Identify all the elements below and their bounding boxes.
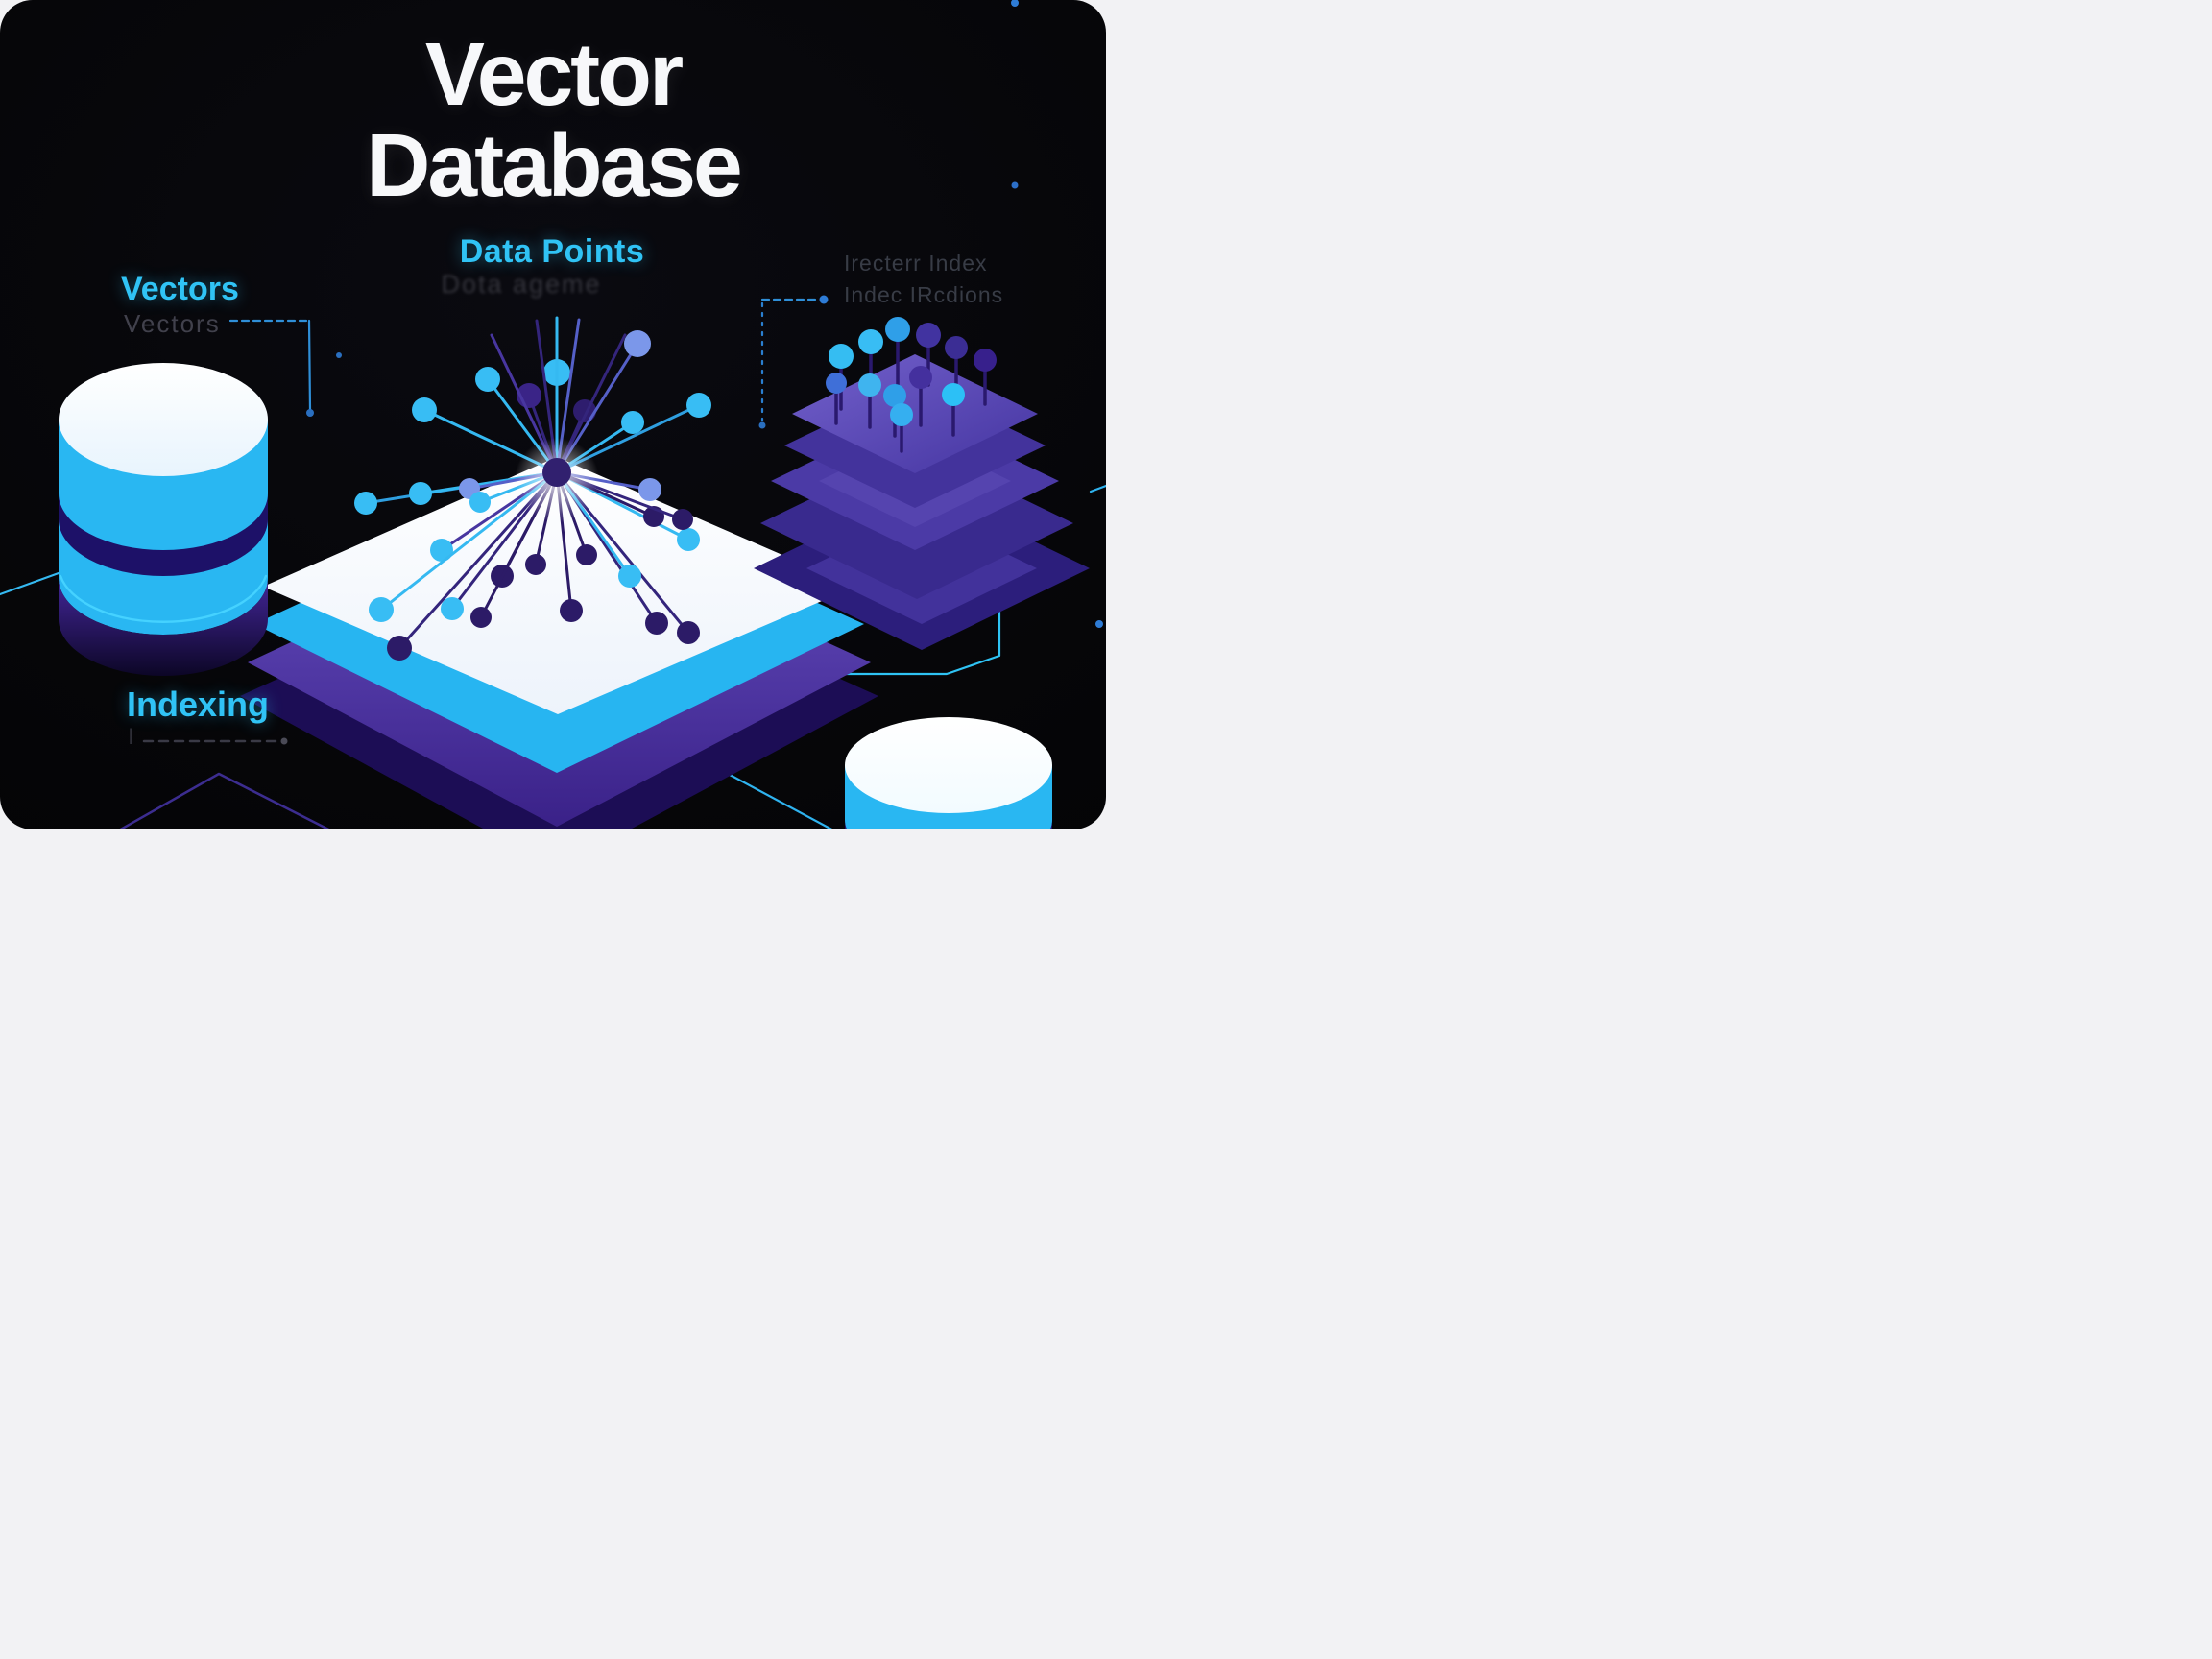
label-index-right-line1: Irecterr Index (844, 251, 988, 276)
title-line-2: Database (366, 114, 743, 215)
label-index-right-line2: Indec IRcdions (844, 281, 1004, 307)
database-cylinder-left (59, 363, 268, 676)
label-vectors: Vectors (121, 271, 239, 307)
label-vectors-ghost: Vectors (124, 309, 221, 338)
hub-node (515, 438, 599, 522)
illustration (0, 0, 1106, 830)
index-layer-stack-center (240, 457, 878, 830)
index-layer-stack-right (754, 354, 1090, 650)
connector-lines (142, 295, 829, 745)
page-title: Vector Database (0, 29, 1106, 211)
title-line-1: Vector (424, 24, 684, 124)
label-data-points-ghost: Dota ageme (441, 270, 602, 299)
label-indexing-ghost: I (128, 724, 134, 750)
index-pins (826, 317, 997, 453)
infographic-card: Vector Database Data Points Dota ageme V… (0, 0, 1106, 830)
label-index-right: Irecterr Index Indec IRcdions (844, 248, 1003, 310)
label-indexing: Indexing (127, 685, 270, 724)
database-cylinder-bottom-right (845, 717, 1052, 830)
label-data-points: Data Points (459, 233, 645, 270)
